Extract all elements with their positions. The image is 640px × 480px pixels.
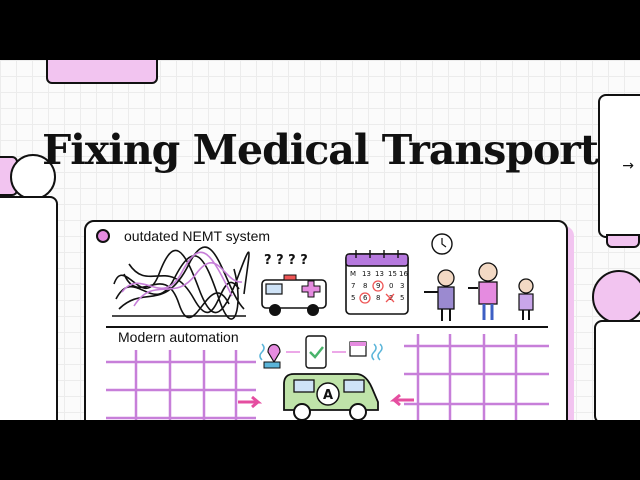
svg-text:0: 0 — [389, 282, 393, 290]
page-title: Fixing Medical Transport — [42, 126, 599, 174]
bullet-dot-icon — [96, 229, 110, 243]
decor-left-panel — [0, 196, 58, 420]
decor-right-lower-panel — [594, 320, 640, 420]
app-connection-icons — [259, 335, 383, 369]
route-grid-left — [106, 350, 263, 420]
svg-text:8: 8 — [363, 282, 367, 290]
decor-left-circle — [10, 154, 56, 200]
svg-text:6: 6 — [363, 294, 368, 302]
automated-van-icon: A — [283, 373, 379, 420]
confused-ambulance-icon: ? ? ? ? — [261, 253, 327, 316]
svg-text:3: 3 — [400, 282, 404, 290]
decor-top-tab — [46, 60, 158, 84]
tangled-scribble-icon — [112, 246, 250, 320]
svg-text:13: 13 — [375, 270, 384, 278]
next-slide-arrow[interactable]: → — [622, 158, 634, 174]
svg-text:8: 8 — [376, 294, 380, 302]
svg-text:5: 5 — [351, 294, 355, 302]
svg-text:2: 2 — [389, 294, 393, 302]
waiting-patients-icon — [424, 233, 534, 321]
svg-text:16: 16 — [399, 270, 408, 278]
panel-divider — [106, 326, 548, 328]
svg-text:7: 7 — [351, 282, 355, 290]
svg-text:13: 13 — [362, 270, 371, 278]
decor-right-pink-circle — [592, 270, 640, 324]
panel-subheading: Modern automation — [118, 329, 239, 345]
route-grid-right — [389, 334, 549, 420]
svg-text:9: 9 — [376, 282, 380, 290]
svg-text:15: 15 — [388, 270, 397, 278]
svg-text:? ? ? ?: ? ? ? ? — [264, 253, 308, 268]
svg-text:M: M — [350, 270, 356, 278]
decor-right-panel — [598, 94, 640, 238]
svg-text:A: A — [323, 388, 333, 403]
slide-canvas: → Fixing Medical Transport outdated NEMT… — [0, 60, 640, 420]
panel-heading: outdated NEMT system — [96, 228, 270, 244]
decor-right-pink-tab — [606, 234, 640, 248]
svg-text:5: 5 — [400, 294, 404, 302]
